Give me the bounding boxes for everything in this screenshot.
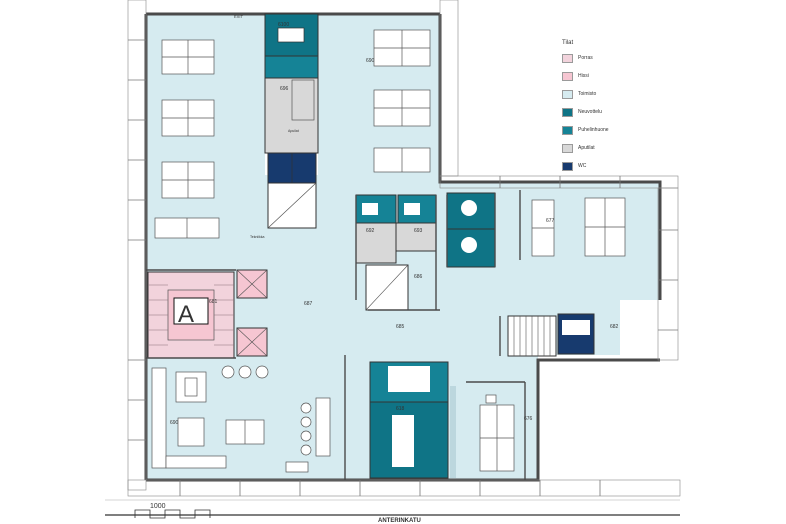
east-core bbox=[507, 313, 595, 357]
desk-clusters-northeast bbox=[373, 29, 431, 173]
label-exit: EXIT bbox=[234, 14, 243, 19]
legend-item: WC bbox=[562, 161, 652, 171]
stair-label-box bbox=[173, 297, 209, 325]
scale-label: 1000 bbox=[150, 503, 166, 510]
label-677: 677 bbox=[546, 218, 555, 224]
label-682: 682 bbox=[610, 324, 619, 330]
street-name: ANTERINKATU bbox=[378, 518, 421, 524]
stair-core bbox=[147, 269, 268, 359]
legend-label: Aputilat bbox=[578, 145, 595, 151]
stair-letter: A bbox=[178, 301, 194, 328]
desk-clusters-southeast bbox=[479, 394, 515, 472]
phone-booth-north bbox=[264, 55, 319, 79]
legend: Tilat Porras Hissi Toimisto Neuvottelu P… bbox=[562, 40, 652, 179]
legend-swatch bbox=[562, 143, 573, 153]
core-north bbox=[264, 13, 319, 229]
desk-clusters-west bbox=[154, 39, 220, 239]
legend-label: Neuvottelu bbox=[578, 109, 602, 115]
desk-clusters-east bbox=[531, 197, 626, 257]
scale-bar: 1000 bbox=[134, 503, 211, 519]
legend-item: Toimisto bbox=[562, 89, 652, 99]
legend-item: Neuvottelu bbox=[562, 107, 652, 117]
legend-label: Puhelinhuone bbox=[578, 127, 609, 133]
room-labels: EXIT 6100 696 690 Apuilat Tekniikka 687 … bbox=[170, 14, 619, 426]
legend-item: Aputilat bbox=[562, 143, 652, 153]
legend-label: WC bbox=[578, 163, 587, 169]
legend-swatch bbox=[562, 71, 573, 81]
central-rooms bbox=[355, 192, 496, 311]
window-pattern bbox=[127, 0, 681, 497]
label-687: 687 bbox=[304, 301, 313, 307]
label-690-top: 690 bbox=[366, 58, 375, 64]
label-685: 685 bbox=[396, 324, 405, 330]
label-676: 676 bbox=[524, 416, 533, 422]
window-marks bbox=[128, 39, 678, 496]
label-693: 693 bbox=[414, 228, 423, 234]
label-686: 686 bbox=[414, 274, 423, 280]
label-618: 618 bbox=[396, 406, 405, 412]
legend-item: Porras bbox=[562, 53, 652, 63]
room-693 bbox=[395, 222, 437, 252]
label-696: 696 bbox=[280, 86, 289, 92]
legend-label: Hissi bbox=[578, 73, 589, 79]
legend-swatch bbox=[562, 161, 573, 171]
label-692: 692 bbox=[366, 228, 375, 234]
meeting-618 bbox=[369, 361, 456, 479]
legend-item: Hissi bbox=[562, 71, 652, 81]
room-692 bbox=[355, 222, 397, 264]
lounge-southwest bbox=[151, 365, 331, 473]
legend-swatch bbox=[562, 125, 573, 135]
legend-label: Toimisto bbox=[578, 91, 597, 97]
interior-walls bbox=[146, 190, 526, 480]
room-696 bbox=[264, 77, 319, 154]
label-6100: 6100 bbox=[278, 22, 289, 28]
legend-swatch bbox=[562, 107, 573, 117]
legend-swatch bbox=[562, 89, 573, 99]
legend-title: Tilat bbox=[562, 40, 574, 46]
label-690: 690 bbox=[170, 420, 179, 426]
label-681: 681 bbox=[209, 299, 218, 305]
legend-item: Puhelinhuone bbox=[562, 125, 652, 135]
label-tekniikka: Tekniikka bbox=[250, 235, 264, 239]
legend-label: Porras bbox=[578, 55, 593, 61]
label-apuilat: Apuilat bbox=[288, 129, 299, 133]
legend-swatch bbox=[562, 53, 573, 63]
